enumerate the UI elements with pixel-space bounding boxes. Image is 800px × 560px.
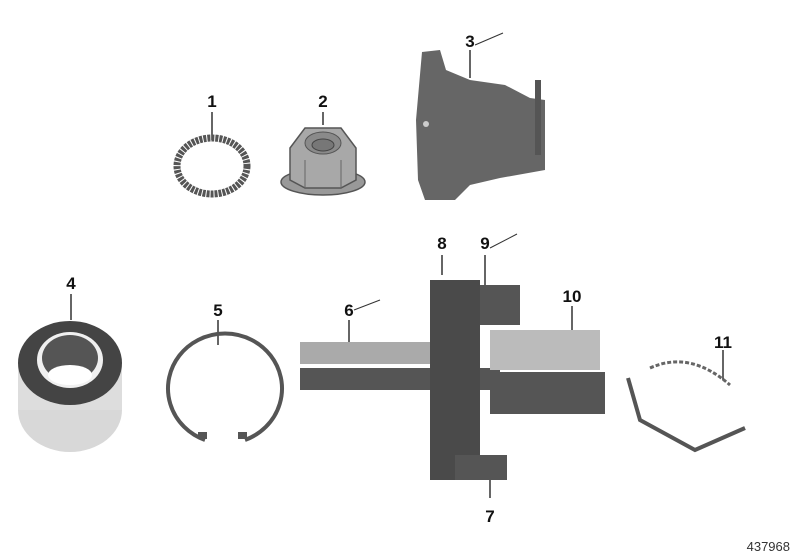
part-2-hex-nut	[280, 112, 366, 196]
callout-11[interactable]: 11	[714, 333, 732, 352]
callout-5[interactable]: 5	[213, 301, 223, 320]
callout-8[interactable]: 8	[437, 234, 447, 253]
document-id: 437968	[746, 539, 790, 554]
callout-6[interactable]: 6	[344, 301, 354, 320]
part-3-housing	[416, 32, 545, 200]
part-5-circlip	[166, 320, 284, 442]
callout-2[interactable]: 2	[318, 92, 328, 111]
callout-1[interactable]: 1	[207, 92, 217, 111]
callout-4[interactable]: 4	[66, 274, 76, 293]
callout-9[interactable]: 9	[480, 234, 490, 253]
part-1-lock-ring	[173, 112, 251, 198]
central-assembly	[300, 233, 605, 498]
callout-7[interactable]: 7	[485, 507, 495, 526]
callout-3[interactable]: 3	[465, 32, 475, 51]
callout-10[interactable]: 10	[562, 287, 582, 306]
part-11-cap	[626, 350, 746, 453]
part-4-ball-bearing	[18, 294, 122, 452]
